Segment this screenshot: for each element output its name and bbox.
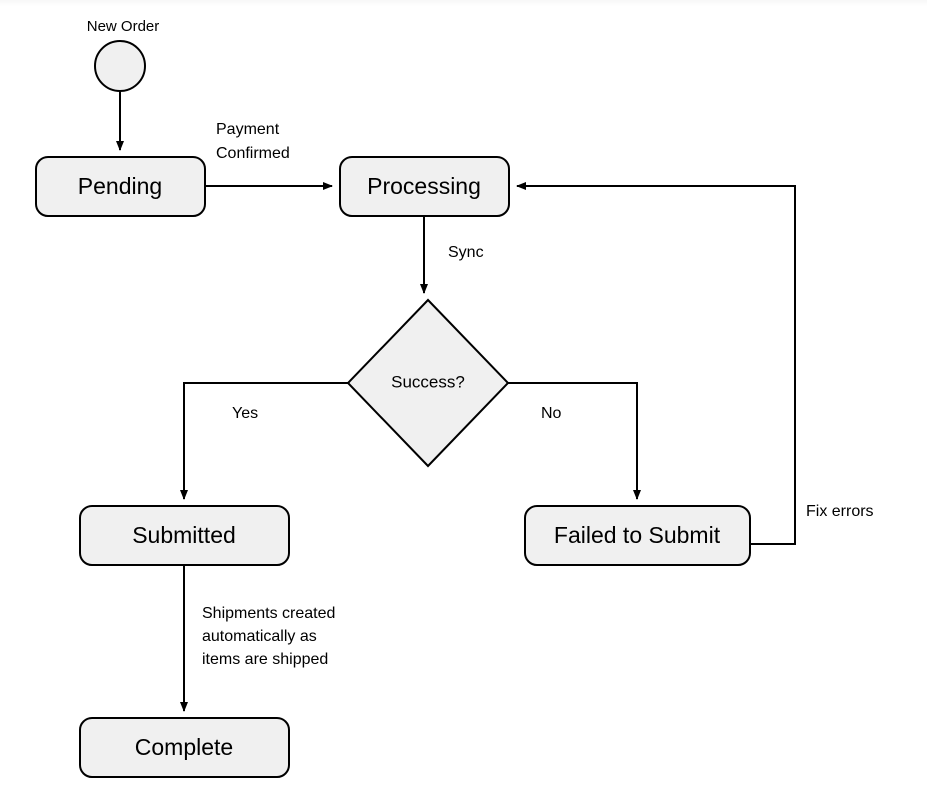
- node-complete[interactable]: [79, 717, 290, 778]
- edge-label-sync: Sync: [448, 244, 484, 261]
- node-failed-to-submit[interactable]: [524, 505, 751, 566]
- node-decision-label: Success?: [391, 372, 465, 391]
- edge-label-shipments-line2: automatically as: [202, 628, 317, 645]
- node-submitted-label: Submitted: [132, 522, 236, 548]
- edge-label-shipments-line1: Shipments created: [202, 605, 335, 622]
- edge-label-payment-line2: Confirmed: [216, 145, 290, 162]
- node-decision-success[interactable]: [346, 298, 510, 468]
- start-node-circle[interactable]: [94, 40, 146, 92]
- edge-failed-to-processing: [516, 182, 796, 545]
- edge-label-fix-errors: Fix errors: [806, 503, 874, 520]
- node-complete-label: Complete: [135, 734, 233, 760]
- edge-label-no: No: [541, 405, 562, 422]
- edge-label-shipments-line3: items are shipped: [202, 651, 328, 668]
- top-edge-band: [0, 0, 927, 6]
- start-node-caption: New Order: [87, 18, 160, 35]
- edge-label-yes: Yes: [232, 405, 258, 422]
- edge-label-payment-line1: Payment: [216, 121, 280, 138]
- edge-decision-to-submitted: [180, 382, 348, 500]
- node-pending-label: Pending: [78, 173, 162, 199]
- node-failed-to-submit-label: Failed to Submit: [554, 522, 721, 548]
- edge-decision-to-failed: [508, 382, 641, 500]
- node-processing-label: Processing: [367, 173, 481, 199]
